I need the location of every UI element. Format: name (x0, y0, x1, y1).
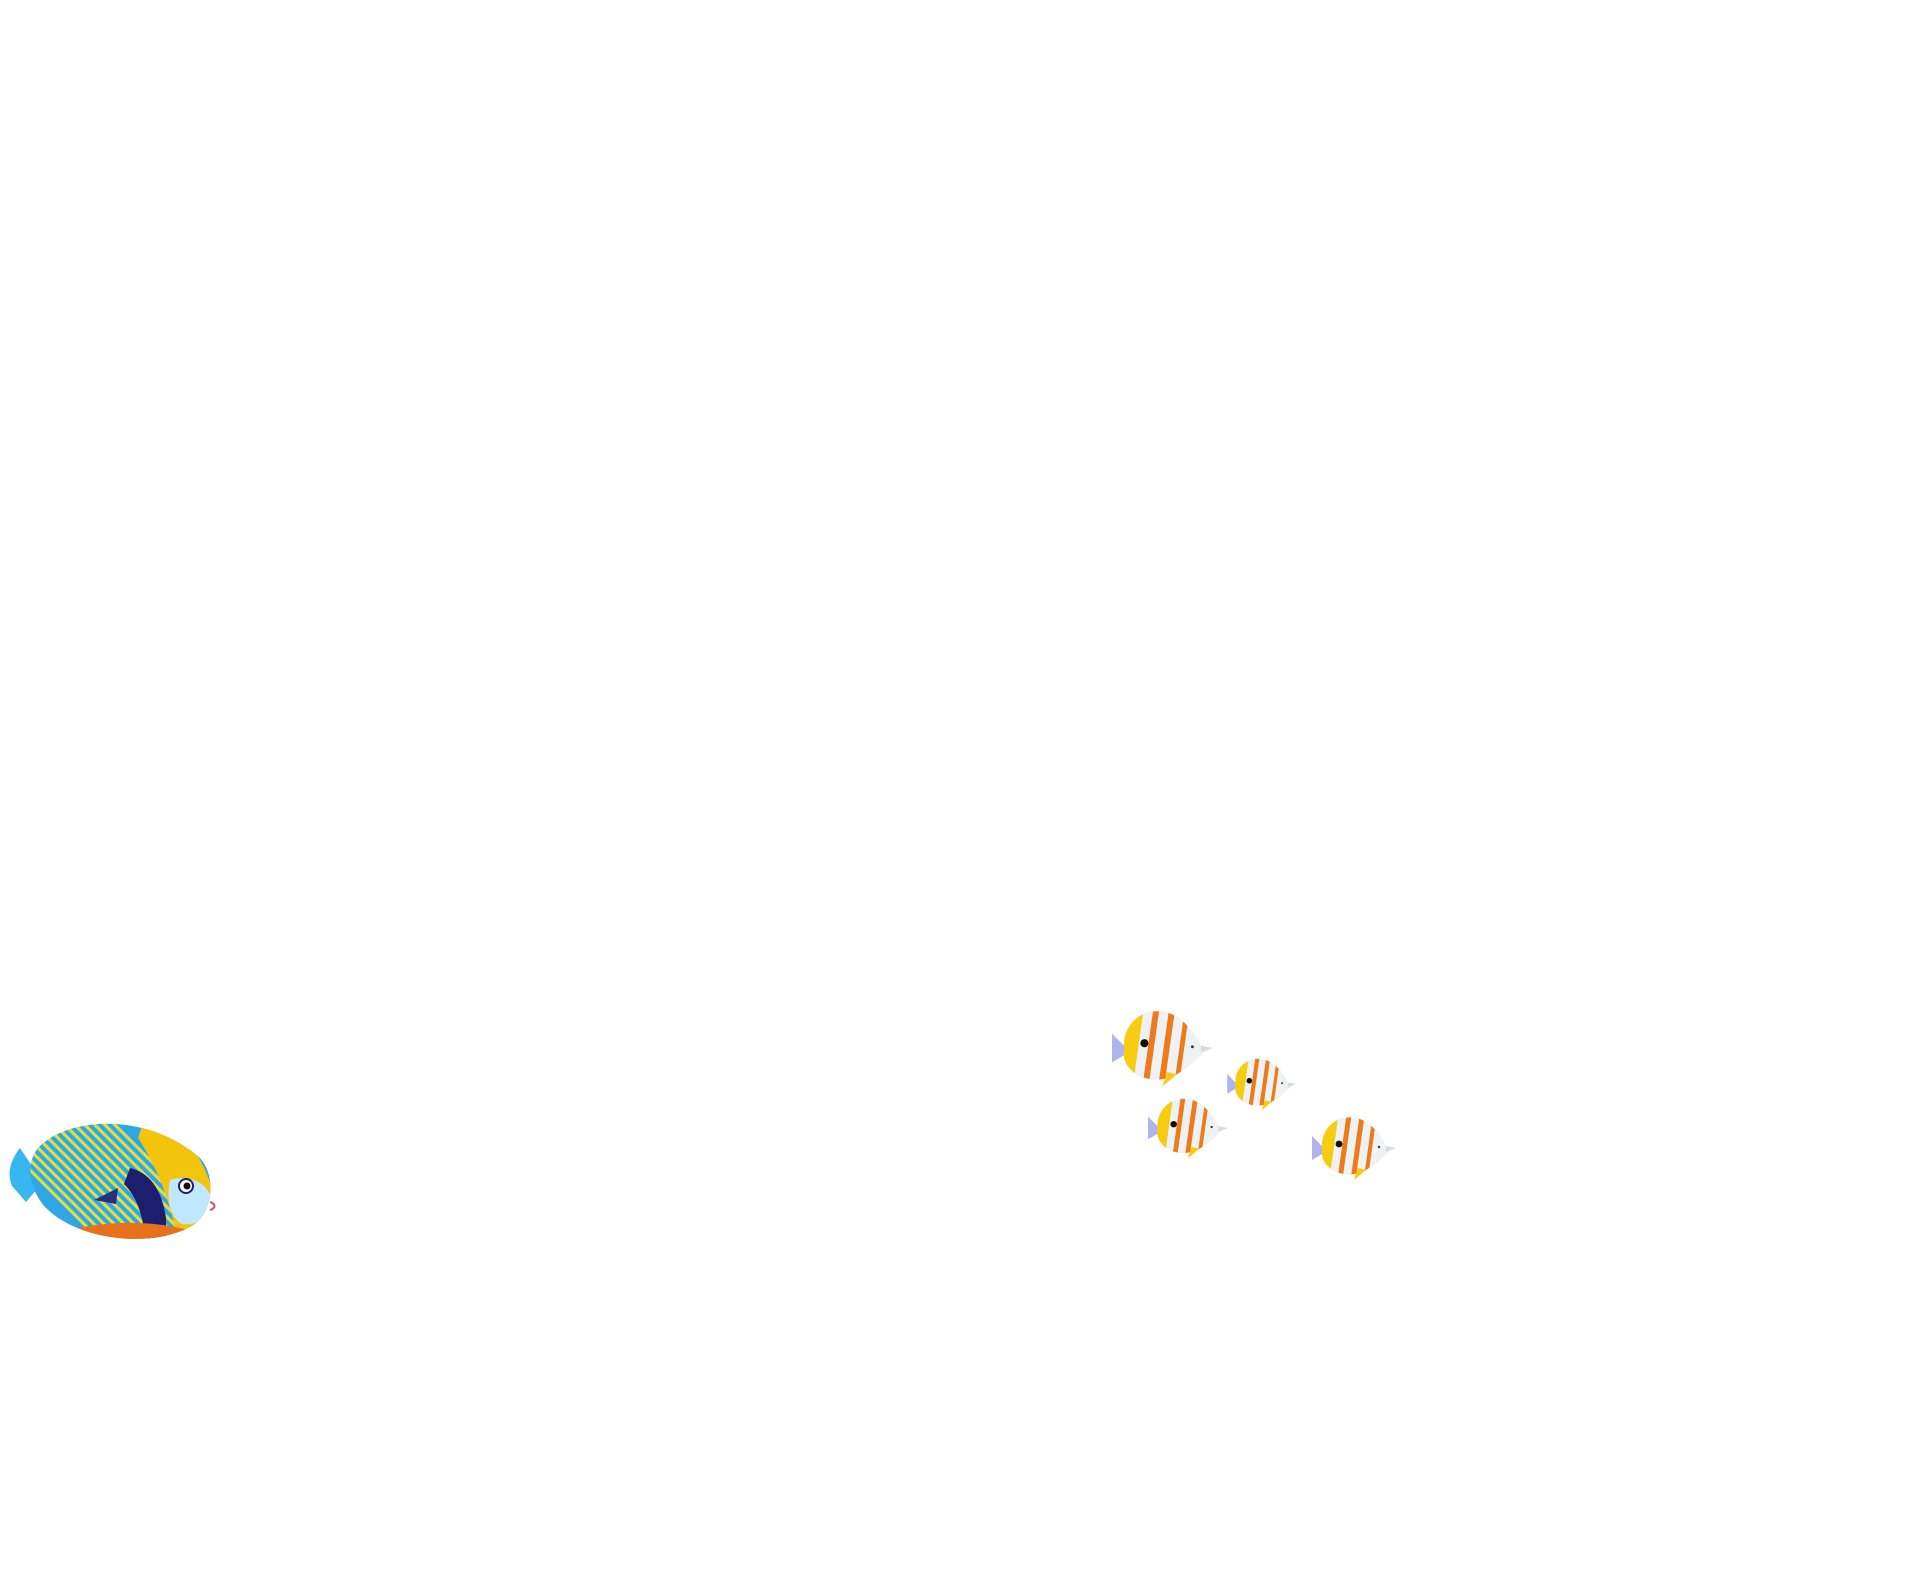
angelfish-tail (9, 1148, 38, 1202)
butterflyfish-icon (1227, 1058, 1297, 1111)
butterflyfish-icon (1148, 1098, 1228, 1159)
angelfish-icon (9, 1123, 216, 1239)
butterflyfish-icon (1312, 1117, 1396, 1180)
angelfish-pattern (30, 1123, 211, 1239)
angelfish-pectoral-fin (94, 1188, 118, 1204)
butterflyfish-icon (1112, 1011, 1213, 1087)
